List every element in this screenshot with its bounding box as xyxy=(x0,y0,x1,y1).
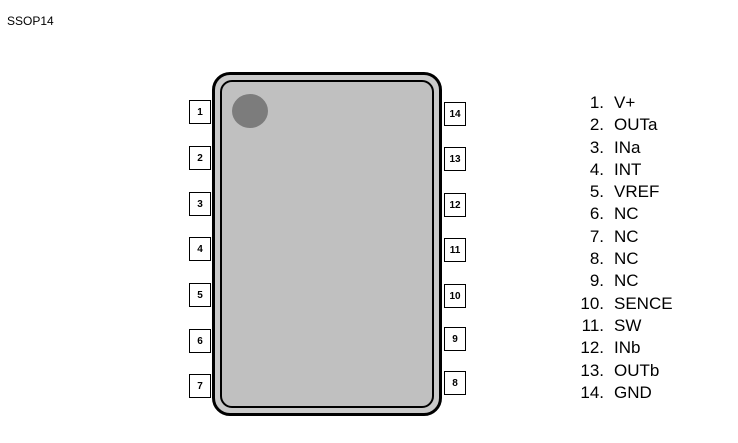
pin-number: 10. xyxy=(580,293,604,313)
pin-number: 3. xyxy=(589,137,604,157)
pin-list-item: 2. OUTa xyxy=(566,114,673,136)
pin-box-1: 1 xyxy=(189,100,211,124)
pin-list-item: 5. VREF xyxy=(566,181,673,203)
pin-name: SW xyxy=(614,315,642,335)
pin-list-item: 14. GND xyxy=(566,382,673,404)
pin-number: 6. xyxy=(589,204,604,224)
pin-number: 13. xyxy=(580,360,604,380)
pin-number: 14. xyxy=(580,382,604,402)
pin-box-11: 11 xyxy=(444,238,466,262)
pin-number: 5. xyxy=(589,182,604,202)
pin-name: V+ xyxy=(614,93,636,112)
pin-box-2: 2 xyxy=(189,146,211,170)
pin-number: 11. xyxy=(581,315,604,335)
pin-box-9: 9 xyxy=(444,327,466,351)
pin-box-12: 12 xyxy=(444,193,466,217)
pin-box-6: 6 xyxy=(189,329,211,353)
pin-box-10: 10 xyxy=(444,284,466,308)
pin-number: 2. xyxy=(589,115,604,135)
pin-list-item: 9. NC xyxy=(566,270,673,292)
pin-name: OUTb xyxy=(614,360,660,380)
pin-list-item: 3. INa xyxy=(566,137,673,159)
pin-box-8: 8 xyxy=(444,371,466,395)
pin-name: INb xyxy=(614,338,641,358)
pin-name: GND xyxy=(614,382,652,402)
pin-box-14: 14 xyxy=(444,102,466,126)
pin-list-item: 13. OUTb xyxy=(566,360,673,382)
pin-box-4: 4 xyxy=(189,237,211,261)
pin-name: VREF xyxy=(614,182,660,202)
pin-box-5: 5 xyxy=(189,283,211,307)
pin-number: 9. xyxy=(589,271,604,291)
pin-list-item: 6. NC xyxy=(566,203,673,225)
pin-name: NC xyxy=(614,226,639,246)
pin-number: 1. xyxy=(589,93,604,112)
pin-name: SENCE xyxy=(614,293,673,313)
pin-name: INa xyxy=(614,137,641,157)
pin-number: 7. xyxy=(589,226,604,246)
pin-list-item: 7. NC xyxy=(566,226,673,248)
pin-box-13: 13 xyxy=(444,147,466,171)
pin-list-item: 12. INb xyxy=(566,337,673,359)
pin-list-item: 4. INT xyxy=(566,159,673,181)
chip-body xyxy=(220,80,434,408)
pin-name: NC xyxy=(614,249,639,269)
pin-list-item: 11. SW xyxy=(566,315,673,337)
pin-name: OUTa xyxy=(614,115,658,135)
pin-list-item: 10. SENCE xyxy=(566,293,673,315)
pin-name: INT xyxy=(614,159,642,179)
package-label: SSOP14 xyxy=(7,14,54,28)
pin-number: 8. xyxy=(589,249,604,269)
pin1-marker xyxy=(232,94,268,128)
pin-name: NC xyxy=(614,271,639,291)
pin-name: NC xyxy=(614,204,639,224)
pin-number: 12. xyxy=(580,338,604,358)
pin-box-7: 7 xyxy=(189,374,211,398)
pin-number: 4. xyxy=(589,159,604,179)
pin-list-item: 8. NC xyxy=(566,248,673,270)
pin-box-3: 3 xyxy=(189,192,211,216)
pin-assignment-list: 1. V+ 2. OUTa 3. INa 4. INT 5. VREF 6. NC 7. NC… xyxy=(566,92,673,404)
pin-list-item: 1. V+ xyxy=(566,92,673,114)
